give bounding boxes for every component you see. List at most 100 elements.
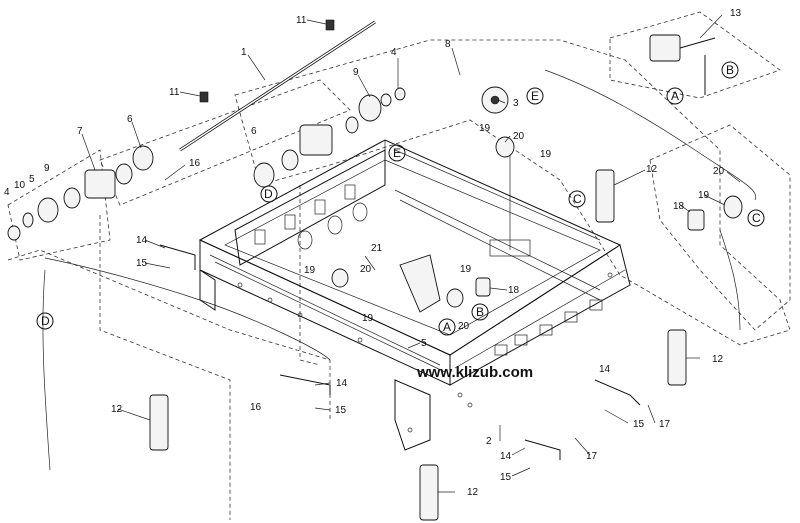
- callout-20: 20: [458, 321, 470, 332]
- spring-right: [345, 116, 359, 134]
- callout-5: 5: [29, 174, 35, 185]
- callout-15: 15: [136, 258, 148, 269]
- spring-12-right: [667, 329, 687, 386]
- callout-9: 9: [353, 67, 359, 78]
- svg-text:A: A: [443, 320, 451, 334]
- screw-11-mid: [199, 91, 209, 103]
- svg-text:A: A: [671, 89, 679, 103]
- circled-ref-e-top: E: [526, 87, 544, 105]
- washer-4-right: [394, 87, 406, 101]
- callout-14: 14: [336, 378, 348, 389]
- boundary-d-lead: [299, 185, 321, 366]
- callout-15: 15: [500, 472, 512, 483]
- parts-group: [7, 19, 757, 521]
- callout-20: 20: [513, 131, 525, 142]
- boundary-part-13: [609, 11, 781, 99]
- lever-14-right: [594, 379, 641, 406]
- svg-text:B: B: [726, 63, 734, 77]
- callout-19: 19: [460, 264, 472, 275]
- circled-ref-d-left: D: [36, 312, 54, 330]
- boundary-left-lower: [7, 249, 331, 420]
- clutch-7: [84, 169, 116, 199]
- spring-12-top: [595, 169, 615, 223]
- callout-12: 12: [712, 354, 724, 365]
- callout-3: 3: [513, 98, 519, 109]
- callout-19: 19: [362, 313, 374, 324]
- callout-6: 6: [127, 114, 133, 125]
- callout-11: 11: [296, 15, 307, 26]
- circled-ref-d-mid: D: [260, 185, 278, 203]
- cable-d-vertical: [42, 269, 51, 471]
- knob-18-right: [687, 209, 705, 231]
- callout-14: 14: [500, 451, 512, 462]
- callout-2: 2: [486, 436, 492, 447]
- spring-12-left: [149, 394, 169, 451]
- callout-15: 15: [335, 405, 347, 416]
- callout-13: 13: [730, 8, 742, 19]
- cable-e-right: [544, 69, 757, 201]
- callout-12: 12: [646, 164, 658, 175]
- svg-text:C: C: [573, 192, 582, 206]
- svg-text:E: E: [393, 146, 401, 160]
- circled-ref-a-top: A: [666, 87, 684, 105]
- callout-4: 4: [4, 187, 10, 198]
- circled-ref-a-mid: A: [438, 318, 456, 336]
- callout-14: 14: [599, 364, 611, 375]
- pulley-20-lower: [446, 288, 464, 308]
- svg-text:E: E: [531, 89, 539, 103]
- spring-12-bottom: [419, 464, 439, 521]
- callout-15: 15: [633, 419, 645, 430]
- callout-10: 10: [14, 180, 26, 191]
- spring-left: [63, 187, 81, 209]
- lever-14-left: [159, 244, 196, 270]
- callout-1: 1: [241, 47, 247, 58]
- lever-14-bottom: [524, 439, 561, 460]
- boundary-left-clutch: [7, 149, 111, 261]
- clutch-assembly-right: [299, 124, 333, 156]
- assembly-13: [649, 34, 681, 62]
- callout-19: 19: [540, 149, 552, 160]
- cable-d-left: [44, 257, 331, 361]
- callout-18: 18: [673, 201, 685, 212]
- callout-19: 19: [479, 123, 491, 134]
- ring-10: [22, 212, 34, 228]
- callout-8: 8: [445, 39, 451, 50]
- circled-references: A B E E D C C B A D: [36, 61, 765, 336]
- svg-text:D: D: [41, 314, 50, 328]
- pulley-20-top: [495, 136, 515, 158]
- pulley-right: [723, 195, 743, 219]
- callout-19: 19: [698, 190, 710, 201]
- bracket-21: [399, 254, 441, 313]
- callout-12: 12: [111, 404, 123, 415]
- gear-center: [281, 149, 299, 171]
- svg-text:C: C: [752, 211, 761, 225]
- callout-18: 18: [508, 285, 520, 296]
- callout-6: 6: [251, 126, 257, 137]
- callout-11: 11: [169, 87, 180, 98]
- pulley-20-mid: [331, 268, 349, 288]
- screw-11-top: [325, 19, 335, 31]
- circled-ref-c-right: C: [747, 209, 765, 227]
- callout-7: 7: [77, 126, 83, 137]
- callout-16: 16: [189, 158, 201, 169]
- knob-18-center: [475, 277, 491, 297]
- ring-10-right: [380, 93, 392, 107]
- callout-21: 21: [371, 243, 383, 254]
- circled-ref-e-mid: E: [388, 144, 406, 162]
- callout-5: 5: [421, 338, 427, 349]
- watermark-text: www.klizub.com: [416, 364, 533, 381]
- circled-ref-b-mid: B: [471, 303, 489, 321]
- leader-lines: [81, 14, 741, 493]
- callout-17: 17: [659, 419, 671, 430]
- circled-ref-b-top: B: [721, 61, 739, 79]
- roller-9-right: [358, 94, 382, 122]
- callout-17: 17: [586, 451, 598, 462]
- boundary-left-d: [99, 215, 231, 520]
- washer-4-left: [7, 225, 21, 241]
- callout-numbers: 11 11 1 4 8 13 9 3 6 6 7 16 19 19 20 12 …: [4, 8, 742, 498]
- callout-4: 4: [391, 47, 397, 58]
- callout-16: 16: [250, 402, 262, 413]
- roller-6-right: [253, 162, 275, 188]
- callout-20: 20: [360, 264, 372, 275]
